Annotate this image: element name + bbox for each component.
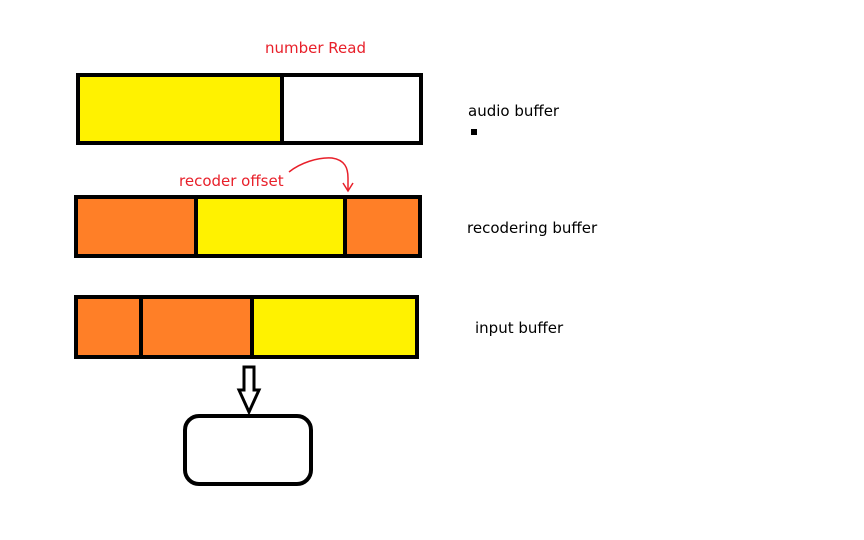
audio-buffer-read-segment [80, 77, 280, 141]
input-buffer [74, 295, 419, 359]
recodering-buffer [74, 195, 422, 258]
number-read-label: number Read [265, 39, 367, 57]
audio-buffer [76, 73, 423, 145]
recodering-buffer-segment-1 [78, 199, 194, 254]
recodering-buffer-segment-3 [343, 199, 418, 254]
input-buffer-label: input buffer [475, 319, 564, 337]
recodering-buffer-label: recodering buffer [467, 219, 598, 237]
input-buffer-segment-2 [138, 299, 250, 355]
audio-buffer-empty-segment [280, 77, 419, 141]
offset-arrow-icon [288, 157, 349, 190]
audio-buffer-label: audio buffer [468, 102, 560, 120]
down-arrow-icon [236, 365, 262, 416]
dot-marker [471, 129, 477, 135]
input-buffer-segment-3 [249, 299, 415, 355]
recoder-offset-label: recoder offset [179, 172, 284, 190]
offset-arrow-head-icon [342, 182, 354, 193]
input-buffer-segment-1 [78, 299, 139, 355]
recodering-buffer-segment-2 [193, 199, 344, 254]
output-box [183, 414, 313, 486]
